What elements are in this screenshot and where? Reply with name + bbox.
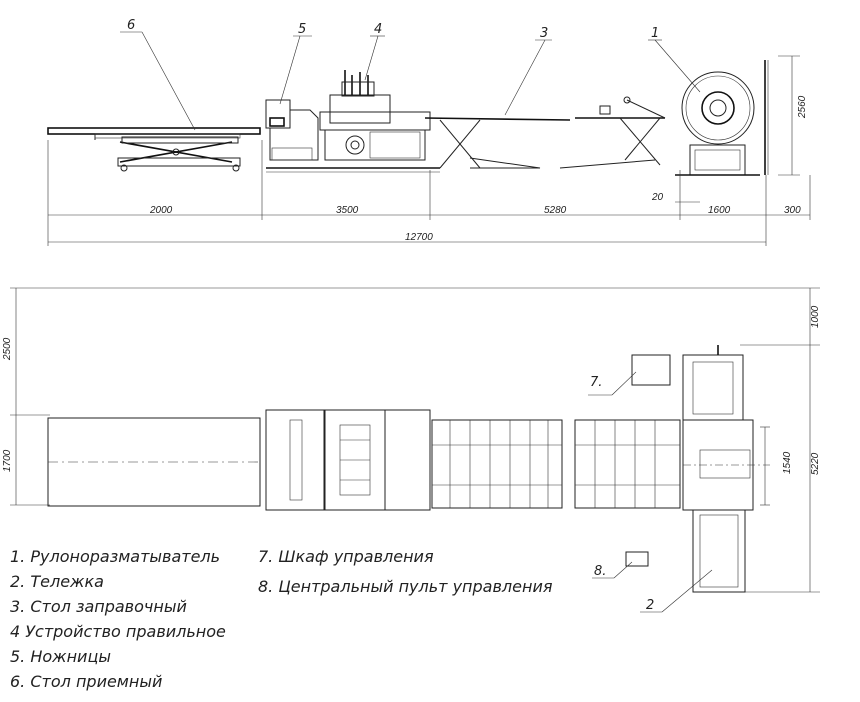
legend-item-6: 6. Стол приемный [10, 672, 162, 691]
shears-side [265, 99, 319, 161]
side-dimensions [47, 55, 811, 246]
decoiler-plan [682, 345, 770, 511]
decoiler-side [675, 60, 769, 176]
dim-1700: 1700 [2, 449, 13, 472]
dim-3500: 3500 [336, 205, 359, 216]
legend-item-2: 2. Тележка [10, 572, 104, 591]
side-view: 2000 3500 5280 20 1600 300 12700 2560 6 … [47, 18, 811, 246]
shears-plan [265, 409, 325, 511]
central-console [625, 551, 649, 567]
plan-view: 2500 1700 1000 1540 5220 [2, 287, 821, 613]
dim-1000: 1000 [810, 305, 821, 328]
callout-4: 4 [374, 22, 382, 37]
legend-item-3: 3. Стол заправочный [10, 597, 187, 616]
callout-7: 7. [590, 375, 602, 390]
dim-2000: 2000 [149, 205, 173, 216]
legend-item-7: 7. Шкаф управления [258, 547, 434, 566]
callout-6: 6 [127, 18, 135, 33]
control-cabinet [631, 354, 671, 386]
threading-table-side [424, 96, 666, 169]
dim-2560: 2560 [797, 95, 808, 119]
callout-5: 5 [298, 22, 306, 37]
dim-300: 300 [784, 205, 801, 216]
cart-plan [692, 509, 746, 593]
callout-2: 2 [646, 598, 654, 613]
legend-item-4: 4 Устройство правильное [10, 622, 226, 641]
legend-item-5: 5. Ножницы [10, 647, 111, 666]
callout-3: 3 [540, 26, 548, 41]
dim-5220: 5220 [810, 452, 821, 475]
dim-1600: 1600 [708, 205, 731, 216]
legend-item-8: 8. Центральный пульт управления [258, 577, 553, 596]
dim-2500: 2500 [2, 337, 13, 361]
straightener-side [319, 70, 431, 161]
dim-20: 20 [651, 192, 664, 203]
callout-1: 1 [651, 26, 659, 41]
legend: 1. Рулоноразматыватель 2. Тележка 3. Сто… [10, 547, 553, 691]
dim-5280: 5280 [544, 205, 567, 216]
callout-8: 8. [594, 564, 606, 579]
dim-1540: 1540 [782, 451, 793, 474]
receiving-table-side [47, 127, 261, 172]
legend-item-1: 1. Рулоноразматыватель [10, 547, 220, 566]
dim-12700: 12700 [405, 232, 433, 243]
threading-table-plan [431, 419, 681, 509]
